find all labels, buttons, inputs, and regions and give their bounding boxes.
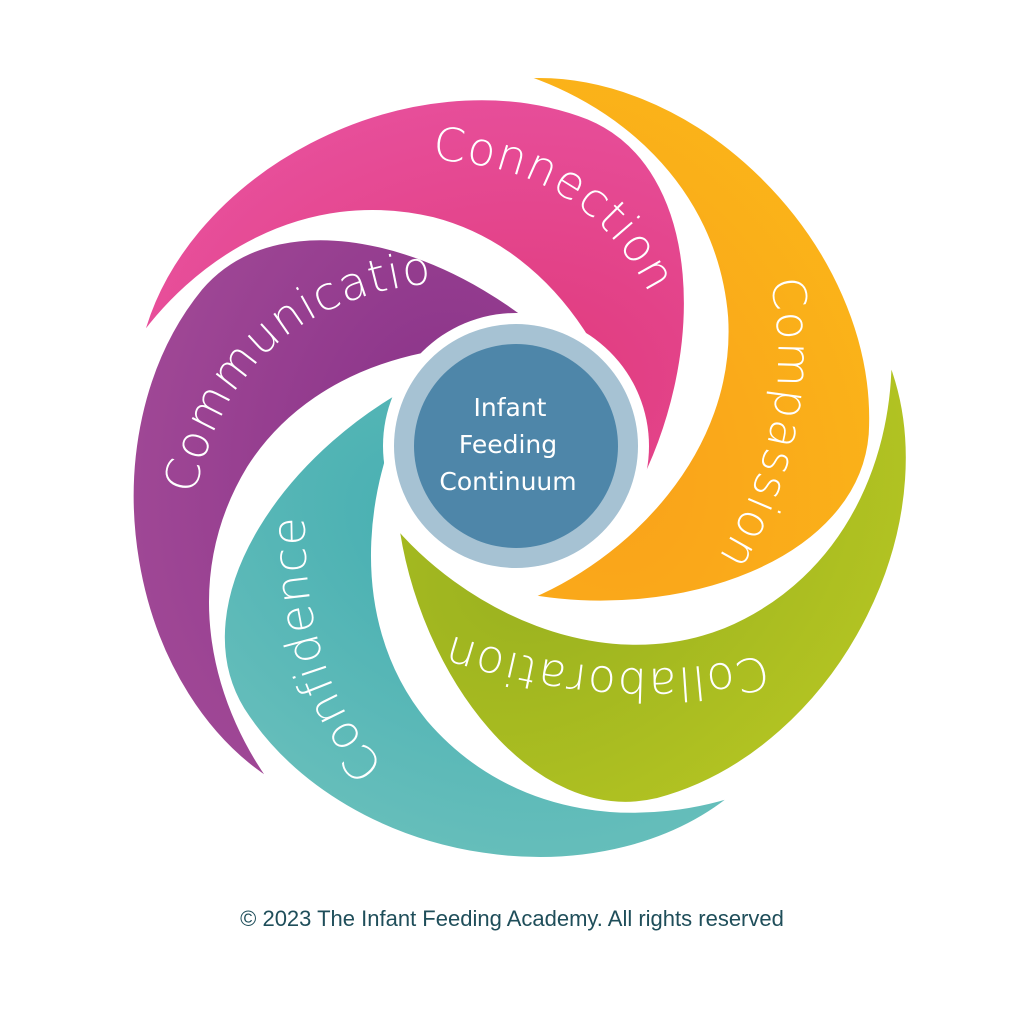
copyright-footer: © 2023 The Infant Feeding Academy. All r…: [240, 906, 784, 931]
center-line-1: Infant: [474, 393, 547, 422]
center-line-2: Feeding: [459, 430, 557, 459]
center-line-3: Continuum: [439, 467, 576, 496]
center-circle: Infant Feeding Continuum: [383, 313, 649, 579]
